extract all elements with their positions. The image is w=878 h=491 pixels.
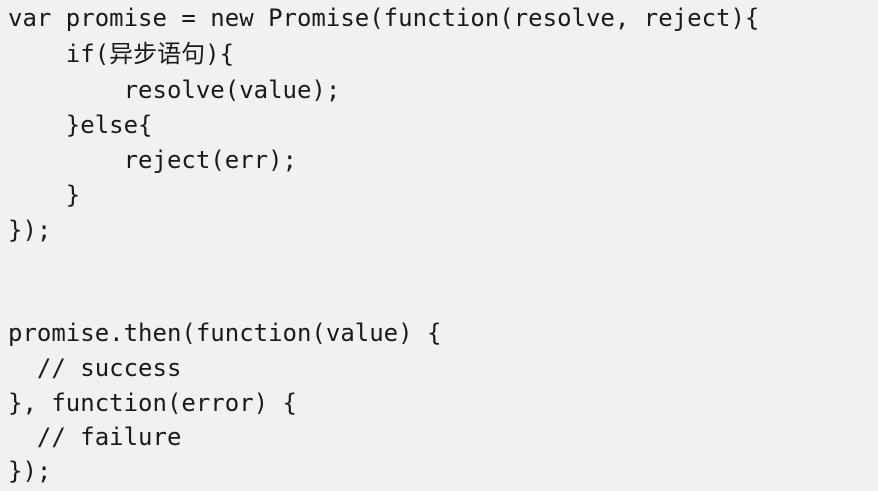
code-line-2: if(异步语句){: [8, 40, 235, 68]
code-line-3: resolve(value);: [8, 76, 341, 104]
code-line-14: });: [8, 457, 52, 485]
code-line-13: // failure: [8, 423, 182, 451]
code-line-4: }else{: [8, 111, 153, 139]
code-line-1: var promise = new Promise(function(resol…: [8, 4, 760, 32]
code-line-11: // success: [8, 354, 182, 382]
code-line-5: reject(err);: [8, 146, 297, 174]
code-line-6: }: [8, 181, 81, 209]
code-line-10: promise.then(function(value) {: [8, 319, 442, 347]
code-line-7: });: [8, 216, 52, 244]
code-line-12: }, function(error) {: [8, 389, 297, 417]
